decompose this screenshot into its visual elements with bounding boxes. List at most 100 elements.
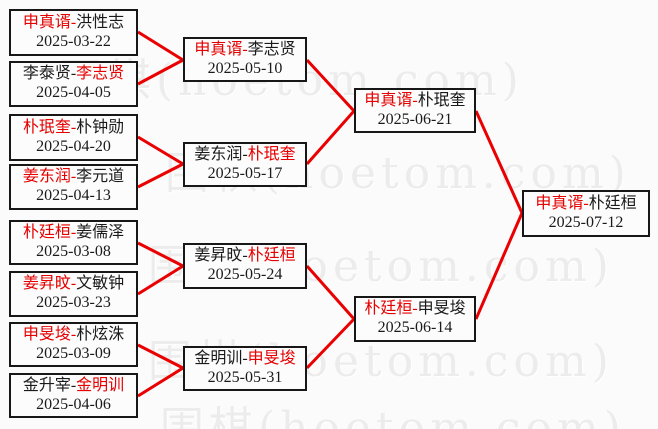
name-separator: - (412, 91, 418, 109)
loser-name: 李元道 (76, 168, 125, 186)
winner-name: 姜东润 (22, 168, 71, 186)
winner-name: 申真谞 (535, 194, 584, 212)
match-date: 2025-05-24 (207, 266, 283, 283)
name-separator: - (583, 194, 589, 212)
name-separator: - (412, 300, 418, 318)
match-players: 姜昇旼-朴廷桓 (194, 247, 295, 266)
match-date: 2025-03-22 (36, 32, 111, 50)
loser-name: 朴钟勋 (76, 118, 125, 136)
match-date: 2025-05-10 (207, 59, 283, 77)
winner-name: 李志贤 (76, 65, 125, 83)
winner-name: 朴廷桓 (22, 223, 71, 241)
winner-name: 金明训 (76, 376, 125, 394)
loser-name: 姜儒泽 (76, 223, 125, 241)
loser-name: 申旻埈 (417, 300, 466, 318)
match-date: 2025-04-20 (36, 137, 111, 155)
loser-name: 朴珉奎 (417, 91, 466, 109)
match-date: 2025-04-13 (36, 187, 111, 204)
match-players: 金明训-申旻埈 (194, 350, 295, 369)
name-separator: - (70, 118, 77, 136)
name-separator: - (70, 223, 77, 241)
bracket-connector-line (137, 343, 184, 370)
match-players: 朴珉奎-朴钟勋 (23, 119, 124, 138)
loser-name: 姜东润 (194, 145, 243, 163)
loser-name: 金升宰 (22, 376, 71, 394)
loser-name: 洪性志 (76, 13, 125, 31)
match-players: 申真谞-李志贤 (194, 41, 295, 60)
bracket-connector-line (305, 110, 356, 165)
loser-name: 金明训 (194, 349, 243, 367)
winner-name: 姜昇旼 (22, 275, 71, 293)
match-date: 2025-07-12 (548, 213, 624, 231)
match-players: 姜东润-朴珉奎 (194, 146, 295, 165)
loser-name: 李泰贤 (22, 65, 71, 83)
loser-name: 朴廷桓 (588, 194, 637, 212)
bracket-connector-line (305, 265, 356, 320)
name-separator: - (242, 145, 248, 163)
name-separator: - (242, 40, 248, 58)
winner-name: 朴廷桓 (364, 300, 413, 318)
bracket-connector-line (305, 58, 356, 113)
name-separator: - (242, 349, 248, 367)
winner-name: 申真谞 (364, 91, 413, 109)
match-date: 2025-06-21 (377, 110, 453, 128)
bracket-connector-line (137, 135, 184, 166)
bracket-connector-line (305, 317, 356, 370)
name-separator: - (70, 13, 77, 31)
match-players: 姜昇旼-文敏钟 (23, 275, 124, 294)
match-players: 李泰贤-李志贤 (23, 65, 124, 84)
winner-name: 朴珉奎 (22, 118, 71, 136)
winner-name: 朴珉奎 (247, 145, 296, 163)
bracket-connector-line (137, 30, 184, 62)
match-players: 申旻埈-朴炫洙 (23, 326, 124, 345)
match-date: 2025-05-31 (207, 368, 283, 386)
match-players: 朴廷桓-姜儒泽 (23, 224, 124, 243)
match-date: 2025-03-23 (36, 294, 111, 311)
bracket-connector-line (137, 162, 184, 189)
bracket-connector-line (137, 58, 184, 86)
match-players: 申真谞-朴珉奎 (364, 92, 465, 111)
match-players: 姜东润-李元道 (23, 168, 124, 187)
match-players: 申真谞-朴廷桓 (535, 195, 636, 214)
loser-name: 朴炫洙 (76, 325, 125, 343)
loser-name: 文敏钟 (76, 275, 125, 293)
match-date: 2025-06-14 (377, 319, 453, 336)
name-separator: - (70, 376, 77, 394)
match-date: 2025-05-17 (207, 164, 283, 182)
name-separator: - (70, 168, 77, 186)
winner-name: 申真谞 (194, 40, 243, 58)
bracket-connector-line (137, 241, 184, 268)
name-separator: - (70, 275, 77, 293)
match-date: 2025-03-09 (36, 344, 111, 362)
name-separator: - (70, 65, 77, 83)
bracket-connector-line (474, 212, 524, 320)
bracket-connector-line (137, 264, 184, 296)
winner-name: 申旻埈 (22, 325, 71, 343)
winner-name: 申真谞 (22, 13, 71, 31)
match-players: 朴廷桓-申旻埈 (364, 300, 465, 319)
bracket-connector-line (137, 366, 184, 398)
match-players: 申真谞-洪性志 (23, 14, 124, 33)
winner-name: 申旻埈 (247, 349, 296, 367)
loser-name: 姜昇旼 (194, 247, 243, 265)
bracket-connector-line (474, 110, 524, 214)
match-players: 金升宰-金明训 (23, 377, 124, 396)
match-date: 2025-03-08 (36, 242, 111, 260)
name-separator: - (242, 247, 248, 265)
